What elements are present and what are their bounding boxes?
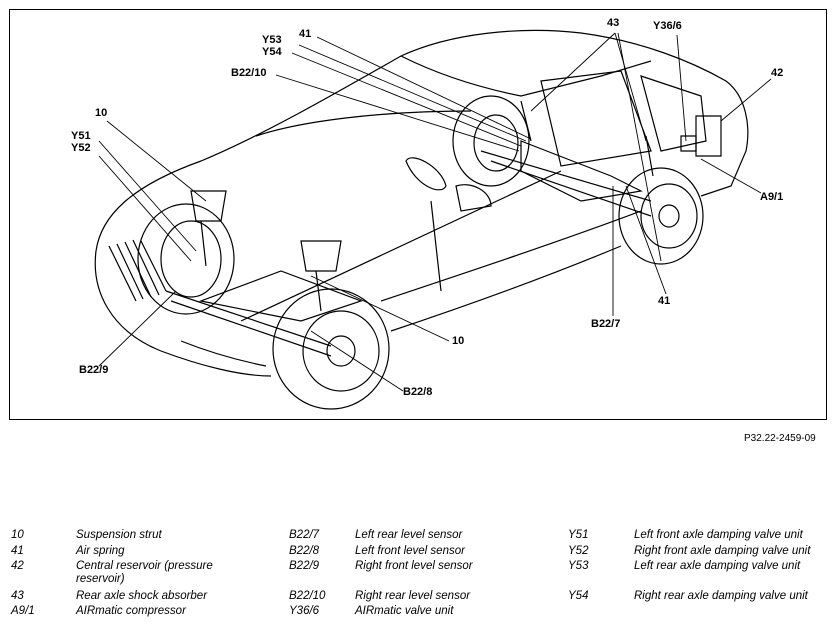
leader-lines bbox=[98, 32, 772, 392]
callout-Y52: Y52 bbox=[71, 142, 91, 154]
callout-43: 43 bbox=[607, 17, 620, 29]
strut-front-right bbox=[190, 190, 227, 267]
callout-B22-9: B22/9 bbox=[79, 364, 109, 376]
wheel-rear-left bbox=[618, 167, 704, 265]
legend-code: 43 bbox=[11, 590, 24, 602]
legend-desc: Central reservoir (pressure reservoir) bbox=[76, 560, 213, 585]
callout-B22-10: B22/10 bbox=[231, 67, 267, 79]
legend-code: B22/10 bbox=[289, 590, 326, 602]
callout-Y51: Y51 bbox=[71, 130, 91, 142]
legend-code: 42 bbox=[11, 560, 24, 572]
strut-front-left bbox=[300, 240, 342, 312]
legend-desc: Left front axle damping valve unit bbox=[634, 529, 803, 541]
car-window bbox=[540, 70, 652, 167]
rear-axle bbox=[480, 150, 652, 217]
legend-desc: Right front level sensor bbox=[355, 560, 473, 572]
figure-code: P32.22-2459-09 bbox=[744, 433, 816, 444]
callout-B22-7: B22/7 bbox=[591, 318, 621, 330]
reservoir bbox=[695, 115, 722, 157]
subframe-front bbox=[198, 270, 363, 322]
callout-10-bottom: 10 bbox=[452, 335, 465, 347]
legend-code: Y52 bbox=[568, 545, 589, 557]
legend-desc: Right rear axle damping valve unit bbox=[634, 590, 808, 602]
car-roof-line bbox=[400, 55, 652, 97]
callout-Y53: Y53 bbox=[262, 34, 282, 46]
legend-code: 41 bbox=[11, 545, 24, 557]
legend-desc: Rear axle shock absorber bbox=[76, 590, 208, 602]
callout-B22-8: B22/8 bbox=[403, 386, 433, 398]
headlight bbox=[180, 340, 267, 367]
car-hood-line bbox=[255, 110, 472, 137]
legend-desc: Suspension strut bbox=[76, 529, 162, 541]
callout-Y54: Y54 bbox=[262, 46, 282, 58]
callout-Y36-6: Y36/6 bbox=[653, 20, 682, 32]
legend-code: Y54 bbox=[568, 590, 589, 602]
car-suspension-drawing bbox=[94, 29, 772, 410]
callout-41-bottom: 41 bbox=[658, 295, 671, 307]
valve-unit bbox=[680, 135, 697, 152]
car-front-bumper bbox=[94, 250, 272, 377]
legend-desc: Left front level sensor bbox=[355, 545, 465, 557]
legend-code: Y51 bbox=[568, 529, 589, 541]
callout-A9-1: A9/1 bbox=[760, 191, 784, 203]
drive-shaft bbox=[240, 170, 562, 322]
callout-41-top: 41 bbox=[299, 28, 312, 40]
car-body-outline bbox=[95, 29, 749, 252]
legend-desc: Air spring bbox=[76, 545, 125, 557]
legend-desc: Right front axle damping valve unit bbox=[634, 545, 811, 557]
callout-42: 42 bbox=[771, 67, 784, 79]
grille bbox=[108, 239, 167, 302]
mirror bbox=[455, 184, 492, 212]
legend-desc: Left rear axle damping valve unit bbox=[634, 560, 801, 572]
wheel-rear-right bbox=[452, 95, 530, 187]
callout-10-left: 10 bbox=[95, 107, 108, 119]
legend-code: Y53 bbox=[568, 560, 589, 572]
strut-rear-left bbox=[645, 135, 654, 177]
legend-code: B22/7 bbox=[289, 529, 320, 541]
legend-desc: Right rear level sensor bbox=[355, 590, 471, 602]
wheel-front-left bbox=[272, 288, 390, 410]
legend-desc: AIRmatic compressor bbox=[76, 605, 186, 617]
car-side-line bbox=[380, 210, 642, 302]
legend-code: B22/8 bbox=[289, 545, 320, 557]
figure-frame bbox=[9, 9, 827, 420]
legend-desc: AIRmatic valve unit bbox=[355, 605, 454, 617]
car-window-rear bbox=[640, 75, 707, 152]
front-axle bbox=[165, 290, 332, 357]
wheel-front-right bbox=[137, 203, 235, 315]
legend-code: B22/9 bbox=[289, 560, 320, 572]
legend-code: 10 bbox=[11, 529, 24, 541]
legend-code: A9/1 bbox=[11, 605, 35, 617]
car-door-line bbox=[430, 200, 442, 292]
legend-code: Y36/6 bbox=[289, 605, 320, 617]
car-rocker-line bbox=[390, 245, 622, 332]
steering-wheel bbox=[405, 157, 447, 191]
strut-rear-right bbox=[520, 100, 532, 142]
subframe-rear bbox=[520, 140, 643, 202]
legend-desc: Left rear level sensor bbox=[355, 529, 463, 541]
